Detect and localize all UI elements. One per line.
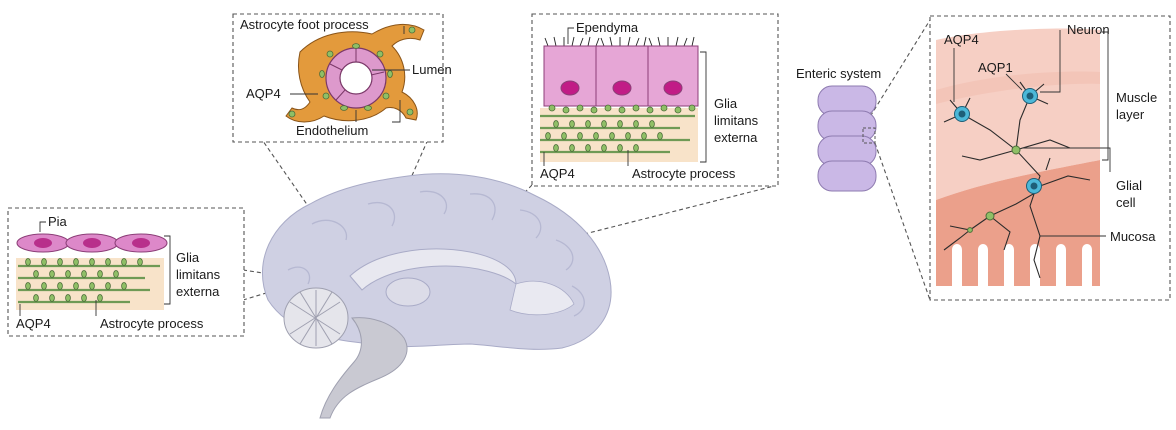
enteric-aqp1-label: AQP1 — [978, 60, 1013, 75]
ependyma-glia-label-2: limitans — [714, 113, 759, 128]
enteric-mucosa-label: Mucosa — [1110, 229, 1156, 244]
thalamus — [386, 278, 430, 306]
panel-pia: Pia Glia limitans externa AQP4 Astrocyte… — [8, 208, 244, 336]
cerebellum — [284, 288, 348, 348]
pia-process-label: Astrocyte process — [100, 316, 204, 331]
enteric-muscle-label-1: Muscle — [1116, 90, 1157, 105]
enteric-glial-label-1: Glial — [1116, 178, 1142, 193]
pia-aqp4-label: AQP4 — [16, 316, 51, 331]
vessel-foot-label: Astrocyte foot process — [240, 17, 369, 32]
vessel-aqp4-label: AQP4 — [246, 86, 281, 101]
panel-ependyma: Ependyma Glia limitans externa AQP4 Astr… — [532, 14, 778, 186]
ependyma-aqp4-label: AQP4 — [540, 166, 575, 181]
pia-cells — [17, 234, 167, 252]
panel-enteric: AQP4 Neuron AQP1 Muscle layer Glial cell… — [930, 16, 1170, 300]
pia-glia-label-2: limitans — [176, 267, 221, 282]
enteric-glial-label-2: cell — [1116, 195, 1136, 210]
vessel-lumen-label: Lumen — [412, 62, 452, 77]
enteric-system-label: Enteric system — [796, 66, 881, 81]
enteric-aqp4-label: AQP4 — [944, 32, 979, 47]
enteric-muscle-label-2: layer — [1116, 107, 1145, 122]
ependyma-glia-label-1: Glia — [714, 96, 738, 111]
ependyma-process-label: Astrocyte process — [632, 166, 736, 181]
ependymal-cells — [544, 46, 698, 106]
pia-label: Pia — [48, 214, 68, 229]
ependyma-label: Ependyma — [576, 20, 639, 35]
pia-glia-label-3: externa — [176, 284, 220, 299]
ependyma-glia-label-3: externa — [714, 130, 758, 145]
panel-vessel: Astrocyte foot process Lumen AQP4 Endoth… — [233, 14, 452, 142]
brain-sagittal-section — [262, 174, 611, 418]
vessel-endothelium-label: Endothelium — [296, 123, 368, 138]
pia-glia-label-1: Glia — [176, 250, 200, 265]
enteric-neuron-label: Neuron — [1067, 22, 1110, 37]
enteric-tube: Enteric system — [796, 66, 881, 191]
lumen — [340, 62, 372, 94]
